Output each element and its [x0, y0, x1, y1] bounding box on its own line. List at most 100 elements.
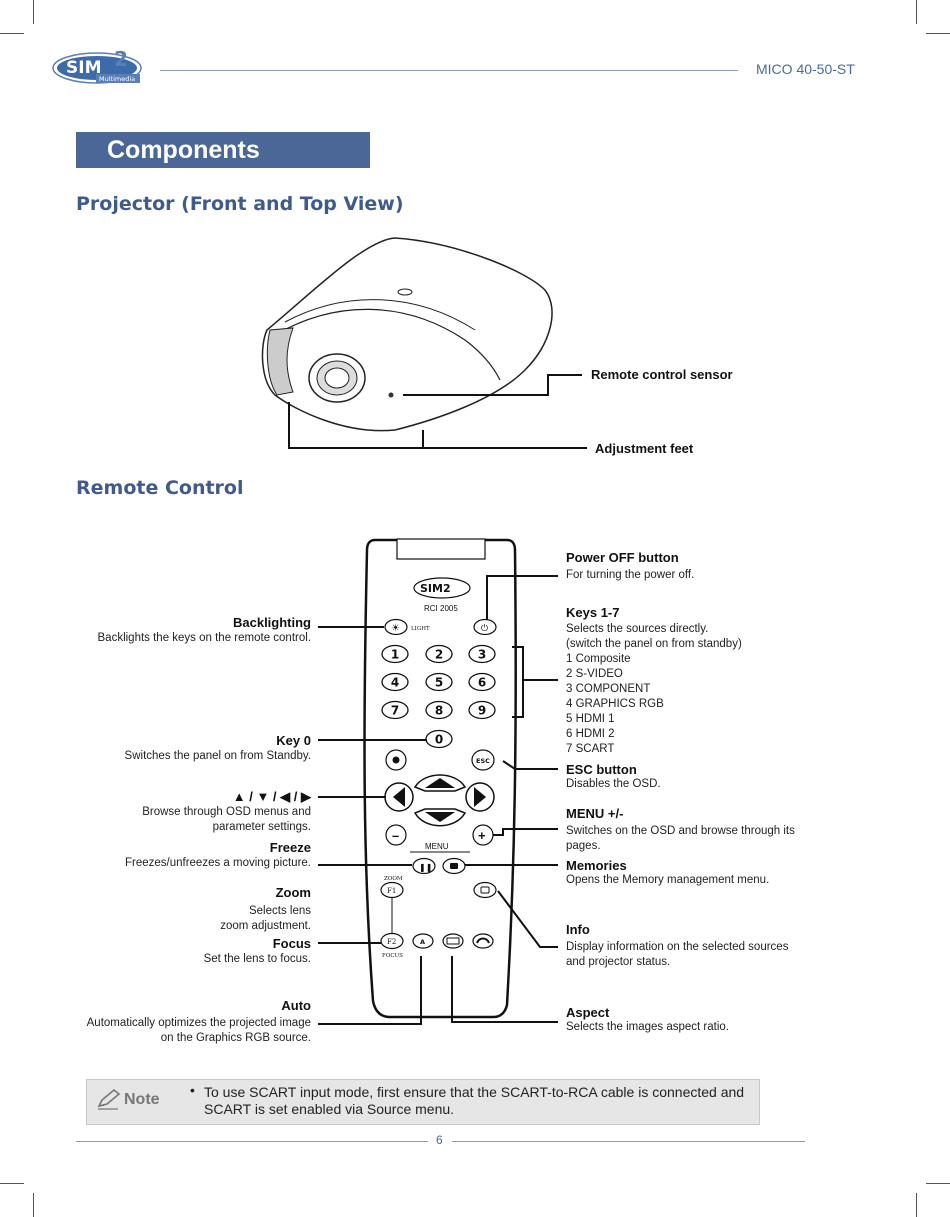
power-key — [473, 618, 497, 636]
svg-text:–: – — [392, 828, 399, 843]
desc-freeze: Freezes/unfreezes a moving picture. — [124, 857, 311, 869]
keys17-line: 2 S-VIDEO — [566, 668, 623, 680]
label-remote-sensor: Remote control sensor — [591, 367, 733, 382]
desc-menu-2: pages. — [566, 840, 601, 852]
label-esc: ESC button — [566, 762, 637, 777]
keys17-line: 3 COMPONENT — [566, 683, 651, 695]
digit-label: 7 — [391, 704, 399, 718]
crop-mark — [926, 33, 950, 34]
label-power: Power OFF button — [566, 550, 679, 565]
page-number: 6 — [436, 1133, 443, 1147]
note-bullet: • — [190, 1082, 195, 1098]
components-title-bar: Components — [76, 132, 370, 168]
digit-key-9 — [468, 700, 496, 720]
model-name: MICO 40-50-ST — [756, 61, 855, 77]
keys17-line: 7 SCART — [566, 743, 615, 755]
desc-info-1: Display information on the selected sour… — [566, 941, 789, 953]
digit-label: 5 — [435, 676, 443, 690]
desc-menu-1: Switches on the OSD and browse through i… — [566, 825, 795, 837]
desc-power: For turning the power off. — [566, 569, 695, 581]
desc-info-2: and projector status. — [566, 956, 671, 968]
svg-text:☀: ☀ — [391, 623, 400, 634]
label-menu: MENU +/- — [566, 806, 624, 821]
digit-label: 1 — [391, 648, 399, 662]
remote-heading: Remote Control — [76, 477, 244, 499]
digit-label: 4 — [391, 676, 399, 690]
digit-key-8 — [425, 700, 453, 720]
label-adjustment-feet: Adjustment feet — [595, 441, 694, 456]
svg-text:F1: F1 — [387, 887, 396, 895]
remote-model-text: RCI 2005 — [424, 604, 458, 613]
svg-text:LIGHT: LIGHT — [411, 626, 430, 632]
keys17-line: 5 HDMI 1 — [566, 713, 615, 725]
label-memories: Memories — [566, 858, 627, 873]
svg-text:2: 2 — [114, 47, 128, 71]
digit-key-4 — [381, 672, 409, 692]
note-box — [86, 1079, 760, 1125]
keys17-line: 4 GRAPHICS RGB — [566, 698, 664, 710]
svg-text:MENU: MENU — [425, 842, 449, 851]
digit-key-3 — [468, 644, 496, 664]
label-auto: Auto — [281, 998, 311, 1013]
svg-text:SIM: SIM — [66, 58, 102, 78]
label-key0: Key 0 — [276, 733, 311, 748]
svg-text:F2: F2 — [387, 938, 396, 946]
svg-text:⏻: ⏻ — [481, 623, 488, 633]
digit-key-6 — [468, 672, 496, 692]
crop-mark — [0, 1183, 24, 1184]
desc-key0: Switches the panel on from Standby. — [124, 750, 311, 762]
svg-text:❚❚: ❚❚ — [419, 863, 432, 872]
page-title: Components — [107, 136, 260, 164]
backlight-key — [384, 618, 408, 636]
desc-zoom-1: Selects lens — [248, 905, 311, 917]
projector-illustration — [261, 237, 587, 449]
crop-mark — [0, 33, 24, 34]
digit-label: 6 — [478, 676, 486, 690]
digit-key-7 — [381, 700, 409, 720]
digit-label: 0 — [435, 733, 443, 747]
desc-aspect: Selects the images aspect ratio. — [566, 1021, 729, 1033]
desc-auto-2: on the Graphics RGB source. — [160, 1032, 311, 1044]
header-rule — [160, 70, 738, 71]
digit-label: 3 — [478, 648, 486, 662]
label-backlighting: Backlighting — [232, 615, 311, 630]
crop-mark — [33, 0, 34, 24]
note-label: Note — [124, 1091, 160, 1108]
keys17-line: 1 Composite — [566, 653, 631, 665]
keys17-line: 6 HDMI 2 — [566, 728, 615, 740]
label-info: Info — [566, 922, 590, 937]
keys17-line: Selects the sources directly. — [566, 623, 709, 635]
svg-text:SIM2: SIM2 — [420, 582, 451, 595]
crop-mark — [33, 1193, 34, 1217]
label-arrows: ▲ / ▼ / ◀ / ▶ — [232, 789, 311, 804]
svg-text:ZOOM: ZOOM — [384, 876, 403, 882]
label-keys17: Keys 1-7 — [566, 605, 620, 620]
keys17-list: Selects the sources directly. (switch the… — [566, 622, 742, 757]
esc-key — [471, 749, 495, 771]
projector-heading: Projector (Front and Top View) — [76, 193, 404, 215]
desc-arrows-1: Browse through OSD menus and — [142, 806, 311, 818]
footer-rule-right — [452, 1141, 805, 1142]
footer-rule-left — [76, 1141, 428, 1142]
note-text: To use SCART input mode, first ensure th… — [204, 1084, 745, 1117]
svg-text:+: + — [478, 828, 486, 843]
crop-mark — [916, 0, 917, 24]
desc-auto-1: Automatically optimizes the projected im… — [86, 1017, 311, 1029]
label-focus: Focus — [272, 936, 311, 951]
digit-key-2 — [425, 644, 453, 664]
svg-text:ESC: ESC — [476, 757, 490, 765]
digit-key-1 — [381, 644, 409, 664]
desc-memories: Opens the Memory management menu. — [566, 874, 770, 886]
desc-focus: Set the lens to focus. — [203, 953, 311, 965]
sim2-logo: SIM 2 Multimedia — [52, 47, 142, 84]
keys17-line: (switch the panel on from standby) — [566, 638, 742, 650]
label-freeze: Freeze — [269, 840, 311, 855]
svg-text:FOCUS: FOCUS — [382, 953, 403, 959]
svg-text:A: A — [420, 938, 425, 946]
pencil-icon — [97, 1088, 121, 1110]
desc-arrows-2: parameter settings. — [212, 821, 311, 833]
label-aspect: Aspect — [566, 1005, 610, 1020]
desc-backlighting: Backlights the keys on the remote contro… — [97, 632, 312, 644]
crop-mark — [916, 1193, 917, 1217]
